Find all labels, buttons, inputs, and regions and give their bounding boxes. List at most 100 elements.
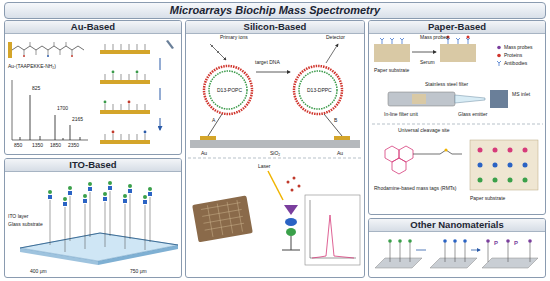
filter-unit-part xyxy=(372,124,543,125)
maldi-chip-part-part xyxy=(201,200,246,238)
mass-tags-part-part xyxy=(478,178,483,183)
liposomes-part xyxy=(209,71,247,109)
nano-slides-part-part xyxy=(398,239,402,243)
ito-pillars-part-part xyxy=(128,184,132,188)
au-structure-part xyxy=(47,55,49,57)
silicon-substrate-part xyxy=(200,136,216,140)
au-structure xyxy=(8,42,84,58)
panel-heading: Au-Based xyxy=(5,21,181,34)
label-text: Laser xyxy=(258,164,271,169)
panel-heading: ITO-Based xyxy=(5,159,181,172)
ito-pillars-part-part xyxy=(88,187,92,191)
label-text: Paper substrate xyxy=(374,68,409,73)
maldi-chip-part xyxy=(286,228,296,236)
au-steps-part xyxy=(100,110,150,114)
nano-slides-part-part xyxy=(506,239,510,243)
label-text: Mass probes xyxy=(504,45,533,50)
nano-slides-part xyxy=(390,242,530,262)
filter-unit xyxy=(372,90,543,124)
mass-tags-part-part xyxy=(493,178,498,183)
label-text: 825 xyxy=(32,86,40,91)
au-steps-part xyxy=(104,101,107,104)
label-text: Mass probes xyxy=(420,35,449,40)
nano-slides-part xyxy=(388,239,412,243)
maldi-chip-part xyxy=(268,171,283,200)
ito-pillars-part xyxy=(48,181,152,201)
nano-slides xyxy=(375,239,538,268)
liposomes-part xyxy=(217,51,219,53)
ito-pillars xyxy=(48,181,152,252)
label-text: SiO₂ xyxy=(270,151,280,156)
ito-pillars-part xyxy=(48,186,152,206)
mass-spectrum-part xyxy=(20,95,80,140)
nano-slides-part xyxy=(482,258,538,268)
label-text: Glass substrate xyxy=(8,222,43,227)
filter-unit-part xyxy=(412,94,426,104)
label-text: A xyxy=(212,118,215,123)
ito-pillars-part-part xyxy=(148,192,152,196)
paper-assay-part xyxy=(497,54,501,58)
ito-pillars-part-part xyxy=(83,199,87,203)
panel-box: Other Nanomaterials xyxy=(368,218,546,278)
maldi-chip-part xyxy=(287,177,301,192)
mass-tags-part-part xyxy=(523,178,528,183)
ito-pillars-part-part xyxy=(128,189,132,193)
label-text: In-line filter unit xyxy=(384,112,418,117)
nano-slides-part-part xyxy=(486,239,490,243)
nano-slides-part-part xyxy=(463,239,467,243)
ito-pillars-part-part xyxy=(63,202,67,206)
maldi-chip-part-part xyxy=(293,177,296,180)
nano-slides-part xyxy=(486,239,532,243)
maldi-chip-part xyxy=(285,218,297,226)
ito-pillars-part-part xyxy=(148,187,152,191)
label-text: Proteins xyxy=(504,53,522,58)
filter-unit-part xyxy=(388,92,455,106)
ito-pillars-part-part xyxy=(143,200,147,204)
mass-tags-part-part xyxy=(508,148,513,153)
label-text: B xyxy=(334,118,337,123)
au-structure-part xyxy=(24,42,72,55)
nano-slides-part xyxy=(430,258,477,268)
maldi-chip xyxy=(192,171,360,265)
ito-pillars-part-part xyxy=(88,182,92,186)
au-steps-part xyxy=(128,101,131,104)
filter-unit-part xyxy=(490,90,508,108)
paper-assay-part xyxy=(467,36,470,39)
ito-pillars-part-part xyxy=(48,190,52,194)
label-text: 750 μm xyxy=(130,269,147,274)
au-steps-part xyxy=(100,80,150,84)
mass-tags-part-part xyxy=(493,148,498,153)
mass-tags-part-part xyxy=(478,163,483,168)
mass-tags-part-part xyxy=(478,148,483,153)
liposomes xyxy=(204,44,342,136)
panel-heading: Paper-Based xyxy=(369,21,545,34)
nano-slides-part xyxy=(416,250,480,251)
silicon-substrate-part xyxy=(188,158,362,159)
liposomes-part xyxy=(256,72,290,73)
label-text: Au xyxy=(337,151,343,156)
mass-tags-part-part xyxy=(523,163,528,168)
nano-slides-part-part xyxy=(388,239,392,243)
maldi-chip-part xyxy=(305,195,360,265)
label-text: Detector xyxy=(326,35,345,40)
mass-spectrum xyxy=(12,80,88,140)
mass-tags xyxy=(385,140,538,190)
au-structure-part xyxy=(12,46,84,50)
label-text: Primary ions xyxy=(220,35,248,40)
liposomes-part xyxy=(208,114,342,136)
liposomes-part xyxy=(211,45,213,47)
panel-box: Silicon-Based xyxy=(185,20,365,278)
ito-pillars-part-part xyxy=(143,195,147,199)
au-structure-part xyxy=(71,55,73,57)
label-text: P xyxy=(494,240,498,246)
ito-pillars-part-part xyxy=(63,197,67,201)
liposomes-part xyxy=(204,66,252,114)
maldi-chip-part xyxy=(192,195,253,242)
panel-heading: Other Nanomaterials xyxy=(369,219,545,232)
au-steps-part xyxy=(112,71,115,74)
au-steps-part xyxy=(166,40,174,49)
panel-box: ITO-Based xyxy=(4,158,182,278)
label-text: 2350 xyxy=(68,143,79,148)
mass-tags-part xyxy=(478,163,528,168)
label-text: 2165 xyxy=(72,117,83,122)
